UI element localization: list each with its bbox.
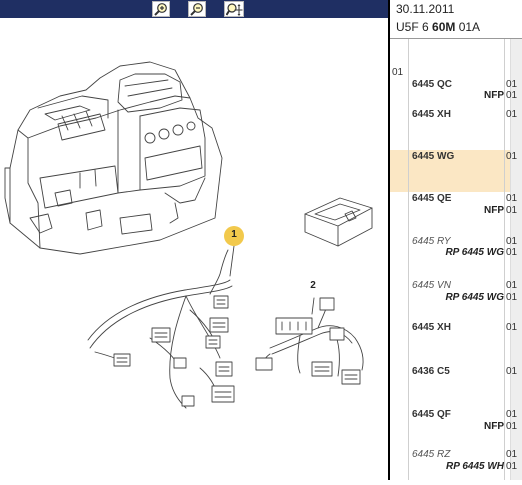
part-ref: 6445 QC <box>412 79 453 90</box>
column-divider <box>504 39 505 480</box>
callout-2-label: 2 <box>310 280 316 291</box>
part-qty: 01 <box>506 461 518 472</box>
part-ref: 6445 WG <box>412 151 455 162</box>
selected-row-highlight <box>390 150 510 192</box>
header-divider <box>390 38 522 39</box>
part-ref: 6445 XH <box>412 109 451 120</box>
part-qty: 01 <box>506 109 518 120</box>
part-qty: 01 <box>506 366 518 377</box>
part-note: NFP <box>484 90 504 101</box>
part-note: NFP <box>484 421 504 432</box>
part-qty: 01 <box>506 79 518 90</box>
list-scrollbar[interactable] <box>510 39 522 480</box>
part-note: RP 6445 WG <box>445 292 504 303</box>
column-divider <box>408 39 409 480</box>
callout-1-marker <box>224 226 244 246</box>
part-qty: 01 <box>506 280 518 291</box>
parts-diagram: 1 2 <box>0 18 388 480</box>
part-ref: 6445 RZ <box>412 449 451 460</box>
part-qty: 01 <box>506 205 518 216</box>
part-qty: 01 <box>506 90 518 101</box>
part-qty: 01 <box>506 449 518 460</box>
part-qty: 01 <box>506 236 518 247</box>
exploded-view-drawing <box>4 61 373 409</box>
zoom-toolbar <box>0 0 390 18</box>
part-ref: 6445 QE <box>412 193 452 204</box>
part-ref: 6445 XH <box>412 322 451 333</box>
part-qty: 01 <box>506 247 518 258</box>
catalog-code: U5F 6 60M 01A <box>396 20 481 34</box>
pane-divider <box>388 0 390 480</box>
part-ref: 6445 QF <box>412 409 451 420</box>
part-qty: 01 <box>506 292 518 303</box>
part-qty: 01 <box>506 409 518 420</box>
part-qty: 01 <box>506 421 518 432</box>
parts-list[interactable]: 01 6445 QC NFP 01 01 6445 XH 01 6445 WG … <box>390 39 522 480</box>
zoom-in-button[interactable] <box>152 1 170 17</box>
part-note: NFP <box>484 205 504 216</box>
callout-1-label: 1 <box>231 229 237 240</box>
part-ref: 6436 C5 <box>412 366 450 377</box>
callout-1 <box>224 226 244 246</box>
zoom-pan-button[interactable] <box>224 1 244 17</box>
part-note: RP 6445 WH <box>446 461 504 472</box>
row-index: 01 <box>392 67 404 78</box>
part-ref: 6445 VN <box>412 280 451 291</box>
zoom-out-button[interactable] <box>188 1 206 17</box>
part-note: RP 6445 WG <box>445 247 504 258</box>
part-qty: 01 <box>506 151 518 162</box>
catalog-date: 30.11.2011 <box>396 2 455 16</box>
part-qty: 01 <box>506 193 518 204</box>
part-qty: 01 <box>506 322 518 333</box>
part-ref: 6445 RY <box>412 236 451 247</box>
catalog-header: 30.11.2011 U5F 6 60M 01A <box>390 0 522 38</box>
